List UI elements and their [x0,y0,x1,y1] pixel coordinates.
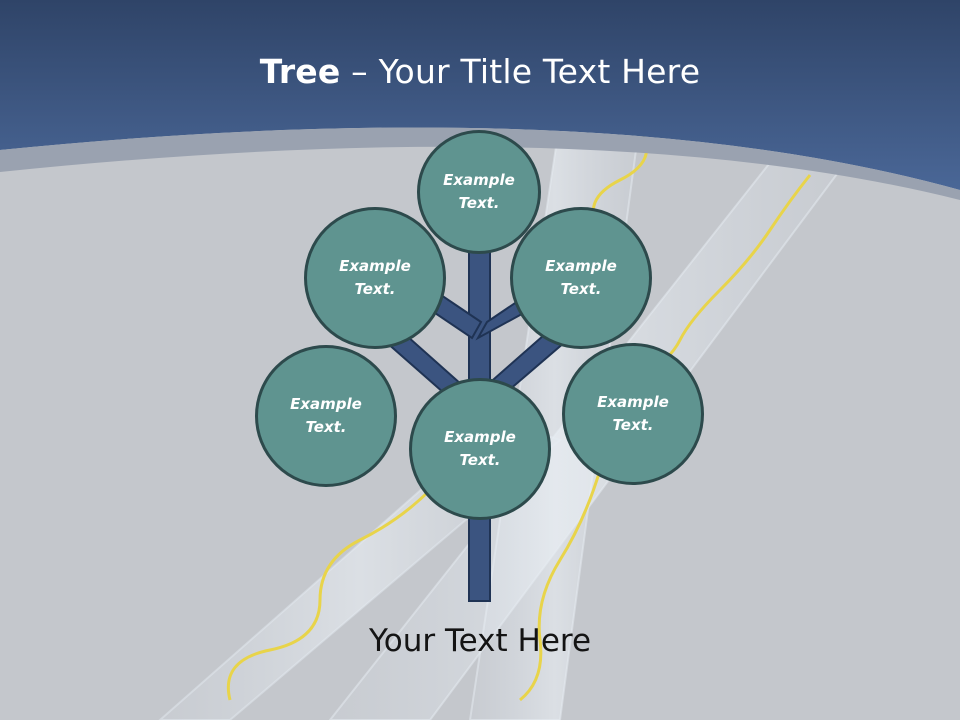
node-label: Example Text. [545,257,617,298]
tree-node-top: Example Text. [417,130,541,254]
slide-title: Tree – Your Title Text Here [0,52,960,91]
node-label: Example Text. [290,395,362,436]
node-label: Example Text. [597,393,669,434]
tree-node-lower-left: Example Text. [255,345,397,487]
node-label: Example Text. [444,428,516,469]
header-swoosh [0,127,960,200]
caption-text: Your Text Here [368,623,592,659]
node-label: Example Text. [339,257,411,298]
title-separator: – [340,52,379,91]
node-label: Example Text. [443,171,515,212]
title-bold: Tree [259,52,341,91]
tree-node-upper-right: Example Text. [510,207,652,349]
tree-node-center: Example Text. [409,378,551,520]
tree-node-upper-left: Example Text. [304,207,446,349]
tree-node-lower-right: Example Text. [562,343,704,485]
title-text: Your Title Text Here [378,52,701,91]
header-band [0,0,960,190]
